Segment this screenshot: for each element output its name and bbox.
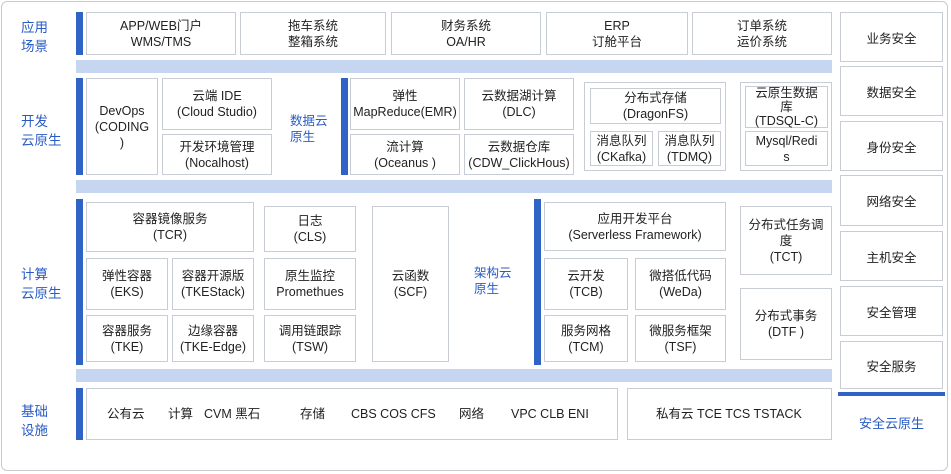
separator-band bbox=[76, 180, 832, 193]
dev-row-bar bbox=[76, 78, 83, 175]
tdmq-box: 消息队列 (TDMQ) bbox=[658, 131, 721, 166]
data-native-label: 数据云 原生 bbox=[290, 114, 328, 144]
mysql-redis-box: Mysql/Redi s bbox=[745, 131, 828, 166]
row-label-app: 应用 场景 bbox=[21, 20, 48, 54]
dragonfs-box: 分布式存储 (DragonFS) bbox=[590, 88, 721, 124]
dtf-box: 分布式事务 (DTF ) bbox=[740, 288, 832, 360]
data-native-bar bbox=[341, 78, 348, 175]
security-service: 安全服务 bbox=[840, 341, 943, 389]
tcm-box: 服务网格 (TCM) bbox=[544, 315, 628, 362]
tct-box: 分布式任务调度 (TCT) bbox=[740, 206, 832, 275]
tke-box: 容器服务 (TKE) bbox=[86, 315, 168, 362]
infra-network-items: VPC CLB ENI bbox=[511, 407, 589, 421]
security-network: 网络安全 bbox=[840, 175, 943, 226]
tcb-box: 云开发 (TCB) bbox=[544, 258, 628, 310]
tcr-box: 容器镜像服务 (TCR) bbox=[86, 202, 254, 252]
arch-native-bar bbox=[534, 199, 541, 365]
row-label-infra: 基础 设施 bbox=[21, 404, 48, 438]
security-footer-label: 安全云原生 bbox=[858, 416, 924, 431]
private-cloud-panel bbox=[627, 388, 832, 440]
infra-row-bar bbox=[76, 388, 83, 440]
app-box-trailer: 拖车系统 整箱系统 bbox=[240, 12, 386, 55]
cloud-ide-box: 云端 IDE (Cloud Studio) bbox=[162, 78, 272, 130]
row-label-dev: 开发 云原生 bbox=[21, 114, 62, 148]
cls-box: 日志 (CLS) bbox=[264, 206, 356, 252]
separator-band bbox=[76, 369, 832, 382]
infra-compute-label: 计算 bbox=[168, 407, 194, 421]
promethues-box: 原生监控 Promethues bbox=[264, 258, 356, 310]
tke-edge-box: 边缘容器 (TKE-Edge) bbox=[172, 315, 254, 362]
app-box-finance: 财务系统 OA/HR bbox=[391, 12, 541, 55]
separator-band bbox=[76, 60, 832, 73]
public-cloud-label: 公有云 bbox=[107, 407, 145, 421]
security-business: 业务安全 bbox=[840, 12, 943, 62]
oceanus-box: 流计算 (Oceanus ) bbox=[350, 134, 460, 175]
app-row-bar bbox=[76, 12, 83, 55]
serverless-box: 应用开发平台 (Serverless Framework) bbox=[544, 202, 726, 251]
clickhouse-box: 云数据仓库 (CDW_ClickHous) bbox=[464, 134, 574, 175]
infra-storage-label: 存储 bbox=[300, 407, 326, 421]
nocalhost-box: 开发环境管理 (Nocalhost) bbox=[162, 134, 272, 175]
app-box-erp: ERP 订舱平台 bbox=[546, 12, 688, 55]
security-host: 主机安全 bbox=[840, 231, 943, 281]
private-cloud-label: 私有云 TCE TCS TSTACK bbox=[656, 407, 802, 421]
security-identity: 身份安全 bbox=[840, 121, 943, 171]
devops-box: DevOps (CODING ) bbox=[86, 78, 158, 175]
ckafka-box: 消息队列 (CKafka) bbox=[590, 131, 653, 166]
weda-box: 微搭低代码 (WeDa) bbox=[635, 258, 726, 310]
security-footer-bar bbox=[838, 392, 945, 396]
arch-native-label: 架构云 原生 bbox=[474, 266, 512, 296]
emr-box: 弹性 MapReduce(EMR) bbox=[350, 78, 460, 130]
security-data: 数据安全 bbox=[840, 66, 943, 116]
app-box-order: 订单系统 运价系统 bbox=[692, 12, 832, 55]
tkestack-box: 容器开源版 (TKEStack) bbox=[172, 258, 254, 310]
infra-compute-items: CVM 黑石 bbox=[204, 407, 261, 421]
app-box-portal: APP/WEB门户 WMS/TMS bbox=[86, 12, 236, 55]
eks-box: 弹性容器 (EKS) bbox=[86, 258, 168, 310]
compute-row-bar bbox=[76, 199, 83, 365]
security-management: 安全管理 bbox=[840, 286, 943, 336]
dlc-box: 云数据湖计算 (DLC) bbox=[464, 78, 574, 130]
infra-storage-items: CBS COS CFS bbox=[351, 407, 436, 421]
tsf-box: 微服务框架 (TSF) bbox=[635, 315, 726, 362]
tdsql-box: 云原生数据 库 (TDSQL-C) bbox=[745, 86, 828, 128]
infra-network-label: 网络 bbox=[459, 407, 485, 421]
public-cloud-panel bbox=[86, 388, 618, 440]
tsw-box: 调用链跟踪 (TSW) bbox=[264, 315, 356, 362]
scf-box: 云函数 (SCF) bbox=[372, 206, 449, 362]
row-label-compute: 计算 云原生 bbox=[21, 267, 62, 301]
